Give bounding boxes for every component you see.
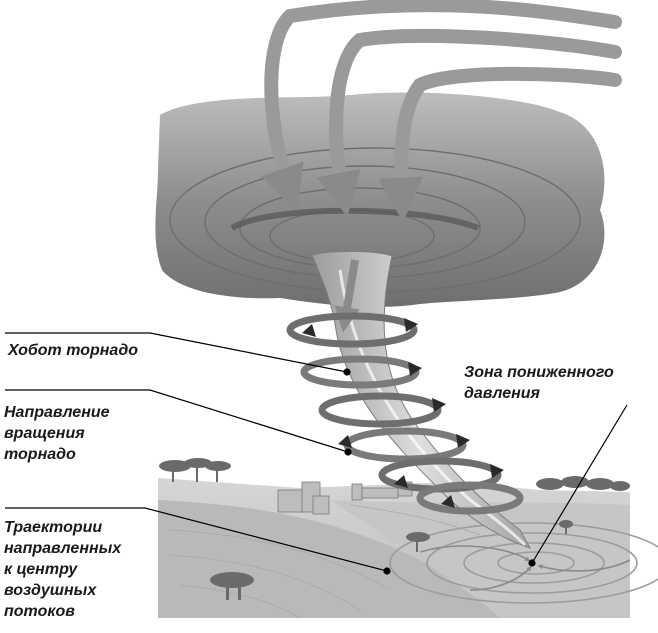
inflow-arrows bbox=[261, 0, 622, 223]
trunk-leader-dot bbox=[343, 368, 351, 376]
label-rotation-direction: Направление вращения торнадо bbox=[4, 404, 110, 463]
trunk-leader bbox=[5, 332, 348, 373]
low-pressure-leader-dot bbox=[528, 559, 536, 567]
low-pressure-leader bbox=[531, 404, 628, 564]
label-tornado-trunk: Хобот торнадо bbox=[8, 342, 138, 359]
label-low-pressure-zone: Зона пониженного давления bbox=[464, 364, 614, 402]
rotation-arrow-icons bbox=[302, 318, 504, 508]
trees bbox=[159, 458, 630, 600]
leader-lines bbox=[5, 332, 628, 575]
rotation-leader bbox=[5, 389, 349, 453]
label-air-trajectories: Траектории направленных к центру воздушн… bbox=[4, 519, 122, 620]
trajectories-leader bbox=[5, 507, 388, 572]
ground-spiral bbox=[389, 522, 658, 604]
rotation-leader-dot bbox=[344, 448, 352, 456]
trajectories-leader-dot bbox=[383, 567, 391, 575]
